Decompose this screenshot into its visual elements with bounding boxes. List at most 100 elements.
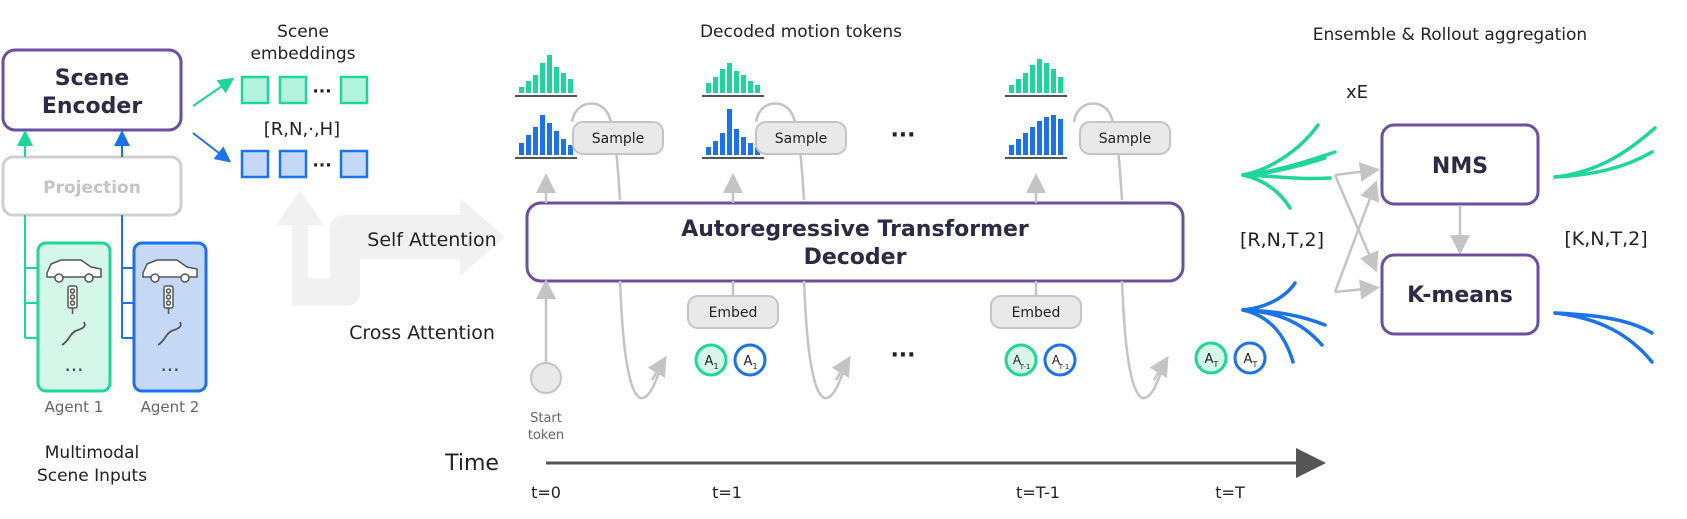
decoder-label-2: Decoder [804,245,907,270]
histogram-bar [713,141,718,155]
embed-box-2: Embed [990,295,1082,329]
traffic-light-icon [163,285,174,314]
histogram-bar [748,143,753,155]
histogram-bar [547,55,552,93]
histogram-bar [568,145,573,155]
token-subscript: 1 [713,362,718,371]
token-label: A [1205,352,1214,367]
histogram-bar [720,69,725,93]
histogram-bar [748,81,753,93]
encoder-to-green-embeddings-arrow [192,77,235,107]
token-at-green: A T [1194,341,1228,375]
histogram-bar [1030,65,1035,93]
histogram-bar [519,143,524,155]
projection-label: Projection [43,178,141,198]
histogram-bar [1009,85,1014,93]
sample-box-1: Sample [572,121,664,155]
start-token-circle [530,362,562,394]
kmeans-label: K-means [1407,283,1513,308]
scene-encoder-label-2: Encoder [42,94,143,119]
histogram-bar [720,133,725,155]
token-a1-green: A 1 [694,343,728,377]
car-icon [142,259,198,283]
histogram-bar [554,131,559,155]
decoder-label-1: Autoregressive Transformer [681,217,1029,242]
token-label: A [1013,353,1022,367]
agent1-card: ··· [36,241,112,393]
scene-embeddings-shape: [R,N,·,H] [264,119,340,140]
token-label: A [1052,353,1061,367]
histogram-bar [1051,69,1056,93]
road-icon [61,321,86,346]
histogram-bar [568,79,573,93]
token-subscript: T [1213,360,1219,369]
histogram-bar [526,81,531,93]
agent2-card: ··· [132,241,208,393]
histogram-bar [1037,121,1042,155]
green-embedding-row: ··· [240,75,369,105]
sample-label: Sample [592,131,645,147]
histogram-bar [755,147,760,155]
token-at-blue: A T [1233,341,1267,375]
green-rollout-trajectories [1241,123,1337,210]
histogram-bar [706,83,711,93]
histogram-bar [741,75,746,93]
histogram-bar [533,127,538,155]
token-subscript: 1 [752,362,757,371]
agent1-input-lines [24,215,38,339]
car-icon [46,259,102,283]
road-icon [157,321,182,346]
green-aggregated-trajectories [1553,126,1657,179]
blue-aggregated-trajectories [1553,311,1654,364]
histogram-bar [1058,77,1063,93]
start-token-label-2: token [528,428,564,443]
histogram-bar [540,115,545,155]
histogram-bar [1051,115,1056,155]
time-tick-t0: t=0 [531,483,561,502]
time-tick-tT-1: t=T-1 [1016,483,1060,502]
histogram-bar [741,137,746,155]
histogram-bar [1044,63,1049,93]
scene-encoder-box: Scene Encoder [1,48,183,132]
histogram-bar [561,73,566,93]
token-subscript: T-1 [1058,363,1070,371]
histogram-bar [519,87,524,93]
rollout-shape-label: [R,N,T,2] [1240,229,1324,251]
histogram-bar [561,139,566,155]
blue-embedding-row: ··· [240,149,369,179]
token-at1-green: A T-1 [1004,343,1038,377]
sample-to-token-arrow [647,355,667,381]
attention-flow-arrow [276,190,505,306]
token-a1-blue: A 1 [733,343,767,377]
time-tick-t1: t=1 [712,483,742,502]
scene-embeddings-title-1: Scene [277,22,329,42]
sample-to-token-arrow [831,355,851,381]
histogram-bar [533,75,538,93]
histogram-bar [727,63,732,93]
histogram-bar [1023,133,1028,155]
projection-box: Projection [1,155,183,217]
histogram-bar [526,135,531,155]
blue-embeddings-ellipsis: ··· [312,156,331,176]
embed-label: Embed [709,305,758,321]
nms-label: NMS [1432,154,1488,179]
ensemble-multiplier: xE [1346,82,1368,103]
sample-label: Sample [1099,131,1152,147]
self-attention-label: Self Attention [367,229,496,251]
sample-loops [570,102,1166,400]
agent2-input-lines [121,215,134,339]
agent2-ellipsis: ··· [160,358,179,382]
histogram-bar [1030,127,1035,155]
decoder-ellipsis-top: ··· [890,123,915,148]
aggregation-title: Ensemble & Rollout aggregation [1313,25,1587,45]
agent1-label: Agent 1 [45,398,104,416]
token-at1-blue: A T-1 [1043,343,1077,377]
histogram-bar [734,129,739,155]
token-label: A [1244,352,1253,367]
histogram-bar [540,63,545,93]
decoder-ellipsis-bottom: ··· [890,343,915,368]
aggregation-crossing-arrows [1333,161,1380,300]
blue-rollout-trajectories [1241,281,1327,364]
inputs-caption-2: Scene Inputs [37,466,147,486]
